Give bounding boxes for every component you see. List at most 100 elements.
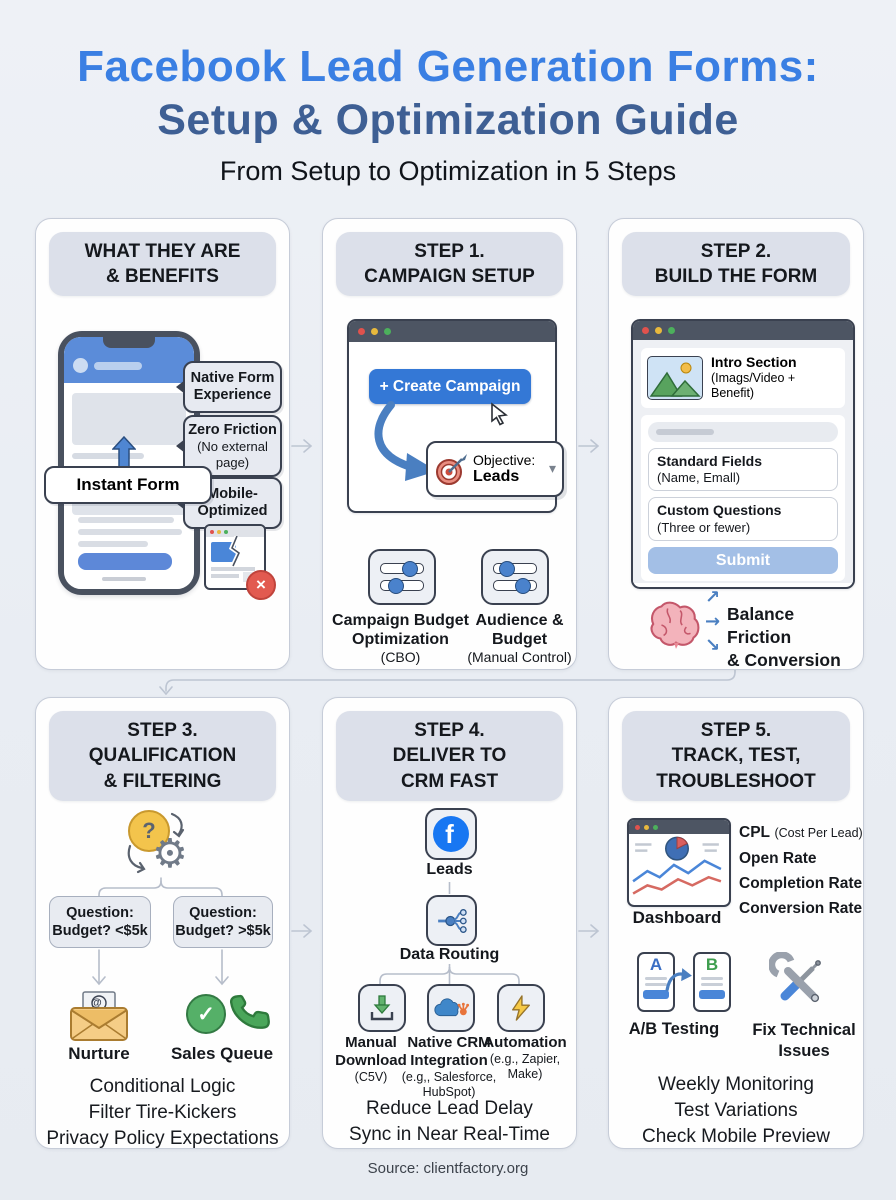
caption-sub: HubSpot) (422, 1085, 476, 1099)
step4-title-line3: CRM FAST (400, 770, 499, 792)
dashboard-label: Dashboard (632, 908, 722, 927)
window-dot-red (358, 328, 365, 335)
step5-title-line1: STEP 5. (700, 720, 772, 742)
qbox-line: Budget? <$5k (52, 923, 148, 939)
intro-sub2: Benefit) (711, 386, 755, 401)
panel-step2: STEP 2. BUILD THE FORM (608, 218, 864, 670)
empty-input-field[interactable] (648, 421, 838, 442)
window-dot-green (668, 327, 675, 334)
manual-download-caption: Manual Download (C5V) (321, 1034, 421, 1085)
objective-dropdown[interactable]: Objective: Leads ▾ (426, 441, 564, 497)
audience-sliders-icon (481, 549, 549, 605)
arrow-up-right-icon: ↗ (705, 587, 721, 608)
metric-cpl: CPL (739, 824, 770, 841)
card-button-bar (699, 990, 725, 999)
form-fields-card: Standard Fields (Name, Emall) Custom Que… (641, 414, 845, 582)
panel-step2-title: STEP 2. BUILD THE FORM (622, 232, 850, 296)
callout-zero-friction: Zero Friction (No external page) (176, 415, 282, 477)
callout-native-form: Native Form Experience (176, 361, 282, 413)
facebook-icon: f (425, 808, 477, 860)
fix-issues-line1: Fix Technical (752, 1021, 856, 1039)
metric-conversion-rate: Conversion Rate (739, 900, 863, 917)
crm-integration-caption: Native CRM Integration (e.g,, Salesforce… (399, 1034, 499, 1100)
sales-queue-label: Sales Queue (170, 1044, 274, 1063)
qbox-line: Budget? >$5k (175, 923, 271, 939)
cbo-sliders-icon (368, 549, 436, 605)
metric-open-rate: Open Rate (739, 850, 817, 867)
form-line-1 (78, 517, 174, 523)
slider-knob (402, 560, 419, 577)
branch-lines (92, 877, 229, 986)
caption-sub: (C5V) (354, 1070, 388, 1084)
caption-line: Native CRM (407, 1034, 491, 1051)
step3-title-line2: QUALIFICATION (88, 745, 237, 767)
panel-step5: STEP 5. TRACK, TEST, TROUBLESHOOT Dashbo… (608, 697, 864, 1149)
panel-benefits: WHAT THEY ARE & BENEFITS (35, 218, 290, 670)
callout-tail (176, 380, 185, 394)
custom-questions-row: Custom Questions (Three or fewer) (648, 497, 838, 542)
step2-title-line2: BUILD THE FORM (654, 266, 818, 287)
input-placeholder-bar (656, 428, 714, 435)
check-icon: ✓ (186, 994, 226, 1034)
facebook-f: f (433, 816, 469, 852)
window-dot-yellow (644, 824, 649, 830)
cbo-caption-line: Optimization (352, 631, 449, 649)
note-line: Filter Tire-Kickers (88, 1102, 237, 1123)
metric-completion-rate: Completion Rate (739, 875, 863, 892)
cbo-caption: Campaign Budget Optimization (CBO) (323, 611, 478, 666)
caption-sub: (e.g,, Salesforce, (401, 1070, 497, 1084)
dashboard-window-icon (627, 818, 731, 907)
crm-integration-icon (427, 984, 475, 1032)
ad-block (72, 393, 186, 445)
slider-knob (499, 560, 516, 577)
ab-test-card-b: B (693, 952, 731, 1012)
chevron-down-icon: ▾ (548, 461, 556, 477)
data-routing-label: Data Routing (399, 946, 500, 963)
page-title-line2: Setup & Optimization Guide (157, 96, 739, 144)
card-button-bar (643, 990, 669, 999)
manual-download-icon (358, 984, 406, 1032)
note-line: Privacy Policy Expectations (46, 1128, 279, 1149)
standard-fields-sub: (Name, Emall) (657, 470, 741, 486)
create-campaign-button[interactable]: + Create Campaign (369, 369, 531, 404)
intro-sub1: (Imags/Video + (711, 371, 796, 386)
panel-step5-title: STEP 5. TRACK, TEST, TROUBLESHOOT (622, 711, 850, 801)
step3-title-line1: STEP 3. (127, 720, 198, 742)
audience-caption-sub: (Manual Control) (467, 649, 572, 666)
window-dot-yellow (371, 328, 378, 335)
note-line: Conditional Logic (89, 1076, 236, 1097)
intro-title: Intro Section (711, 354, 797, 370)
card-line (645, 977, 667, 980)
callout-text: Experience (193, 387, 272, 403)
callout-text: Optimized (197, 503, 268, 519)
step4-title-line2: DELIVER TO (392, 745, 507, 767)
qbox-line: Question: (66, 904, 134, 921)
note-line: Check Mobile Preview (642, 1126, 830, 1147)
phone-mockup (58, 331, 200, 595)
window-dot-red (210, 529, 214, 534)
image-thumbnail-icon (649, 362, 701, 397)
note-line: Weekly Monitoring (658, 1074, 814, 1095)
phone-notch (103, 337, 155, 348)
step1-title-line1: STEP 1. (414, 240, 485, 262)
error-x-icon: × (246, 570, 276, 600)
cbo-caption-line: Campaign Budget (332, 612, 469, 629)
window-titlebar (629, 820, 729, 834)
submit-button[interactable]: Submit (648, 547, 838, 575)
text-bar (72, 453, 144, 459)
brain-icon (650, 601, 700, 649)
page-line (211, 574, 239, 578)
panel-benefits-title: WHAT THEY ARE & BENEFITS (49, 232, 276, 296)
custom-questions-title: Custom Questions (657, 502, 782, 519)
step3-notes: Conditional Logic Filter Tire-Kickers Pr… (36, 1074, 289, 1152)
window-dot-red (642, 327, 649, 334)
metrics-list: CPL (Cost Per Lead) Open Rate Completion… (739, 820, 863, 921)
form-cta-button (78, 553, 172, 570)
caption-line: Download (335, 1052, 407, 1069)
objective-label: Objective: (473, 451, 536, 468)
step4-notes: Reduce Lead Delay Sync in Near Real-Time (323, 1096, 576, 1148)
curved-arrow-icon (374, 401, 437, 481)
note-line: Test Variations (674, 1100, 798, 1121)
arrow-right-icon: → (705, 611, 721, 632)
